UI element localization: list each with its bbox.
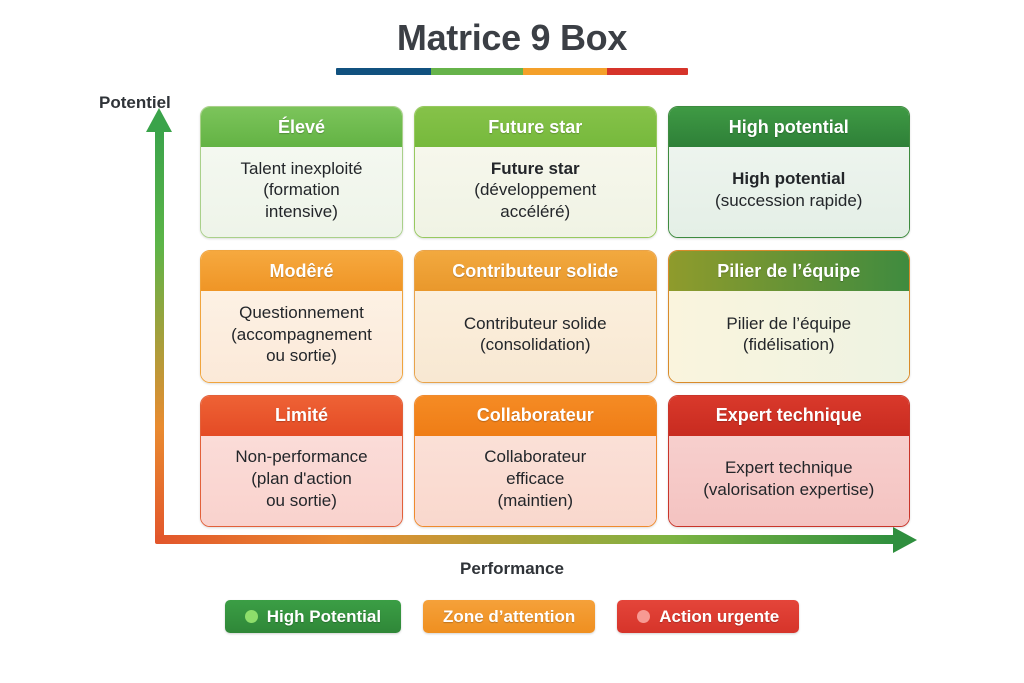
matrix-cell-header: High potential bbox=[668, 107, 909, 147]
matrix-cell-body-sub: (succession rapide) bbox=[715, 191, 863, 211]
matrix-cell-header: Limité bbox=[201, 395, 402, 436]
y-axis-line bbox=[155, 128, 164, 543]
matrix-cell-body-main: High potential bbox=[732, 169, 846, 189]
x-axis-label: Performance bbox=[460, 559, 564, 578]
matrix-cell-body-main: Questionnement bbox=[239, 302, 364, 322]
matrix-cell-body-main: Expert technique bbox=[724, 458, 853, 478]
title-accent-rule bbox=[336, 67, 688, 75]
legend: High Potential Zone d’attention Action urg… bbox=[0, 600, 1024, 633]
title-rule-segment-red bbox=[607, 67, 688, 75]
legend-item-2[interactable]: Action urgente bbox=[617, 600, 800, 633]
matrix-cell-body: High potential(succession rapide) bbox=[668, 147, 909, 238]
matrix-cell-body-main: Non-performance bbox=[235, 447, 368, 467]
matrix-cell-body-main: Talent inexploité bbox=[240, 158, 363, 178]
matrix-cell-body-main: Future star bbox=[490, 158, 580, 178]
arrow-right-icon bbox=[893, 527, 917, 553]
title-rule-segment-blue bbox=[336, 67, 432, 75]
matrix-cell-header: Expert technique bbox=[668, 395, 909, 436]
matrix-cell-body: Contributeur solide(consolidation) bbox=[415, 291, 656, 382]
matrix-cell-body: Expert technique(valorisation expertise) bbox=[668, 435, 909, 526]
matrix-cell-header: Collaborateur bbox=[415, 395, 656, 436]
title-rule-segment-green bbox=[431, 67, 523, 75]
matrix-cell-body-main: Pilier de l’équipe bbox=[726, 313, 852, 333]
matrix-cell-header: Pilier de l’équipe bbox=[668, 251, 909, 292]
page-title: Matrice 9 Box bbox=[396, 17, 628, 58]
matrix-cell-body-sub: (valorisation expertise) bbox=[703, 479, 875, 499]
legend-dot-icon bbox=[637, 610, 651, 623]
x-axis-line bbox=[155, 535, 895, 544]
matrix-cell-header: Future star bbox=[415, 107, 656, 147]
legend-item-label: Action urgente bbox=[659, 606, 780, 626]
matrix-cell-body: Pilier de l’équipe(fidélisation) bbox=[668, 291, 909, 382]
matrix-cell-body-sub: (fidélisation) bbox=[742, 335, 835, 355]
title-block: Matrice 9 Box bbox=[0, 18, 1024, 75]
y-axis-label: Potentiel bbox=[99, 93, 171, 112]
legend-item-1[interactable]: Zone d’attention bbox=[423, 600, 596, 633]
matrix-cell-header: Contributeur solide bbox=[415, 251, 656, 292]
legend-item-label: Zone d’attention bbox=[443, 606, 576, 626]
matrix-cell-header: Élevé bbox=[201, 107, 402, 147]
legend-item-0[interactable]: High Potential bbox=[224, 600, 402, 633]
matrix-cell-body-sub: (maintien) bbox=[497, 490, 574, 510]
matrix-cell-body-sub: (consolidation) bbox=[479, 335, 591, 355]
legend-item-label: High Potential bbox=[266, 606, 382, 626]
legend-dot-icon bbox=[244, 610, 258, 623]
matrix-cell-header: Modêré bbox=[201, 251, 402, 292]
title-rule-segment-orange bbox=[522, 67, 608, 75]
matrix-cell-body-main: Contributeur solide bbox=[463, 313, 607, 333]
